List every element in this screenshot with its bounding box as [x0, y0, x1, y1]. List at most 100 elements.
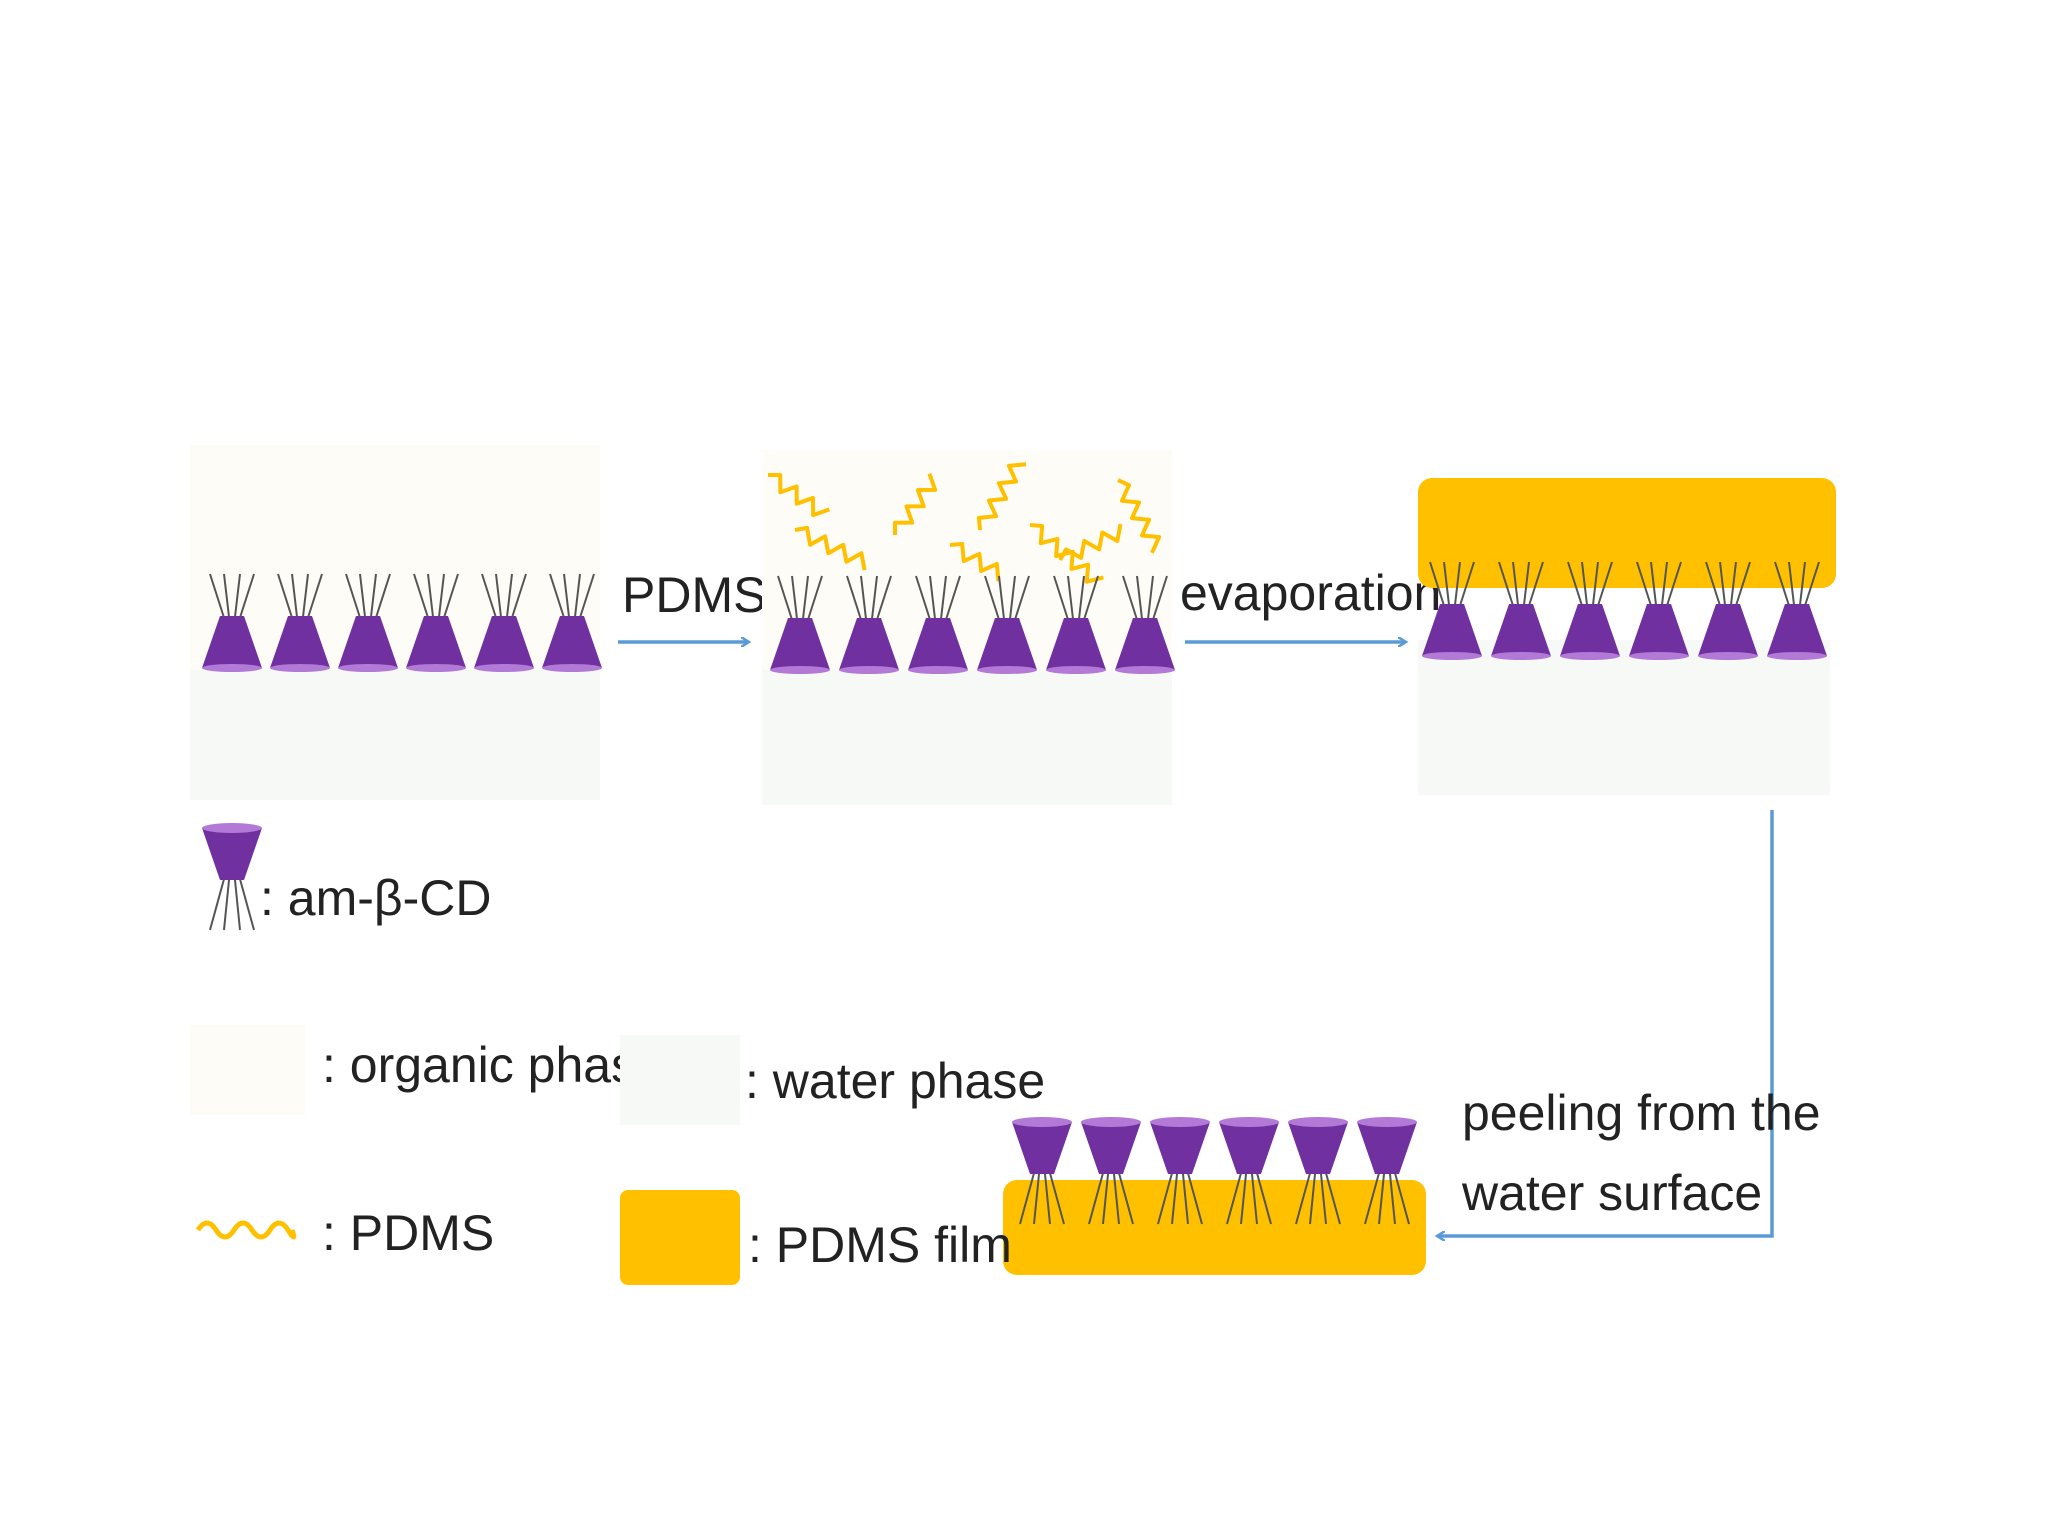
cd-chain — [1522, 561, 1530, 611]
pdms-chain — [794, 525, 867, 571]
panel-after-evaporation — [1418, 478, 1836, 795]
legend: : am-β-CD : organic phase : water phase … — [190, 823, 1045, 1285]
cd-chain — [291, 573, 299, 623]
cd-cone — [770, 618, 830, 670]
cd-cone — [1422, 604, 1482, 656]
evaporation-step-label: evaporation — [1180, 565, 1441, 621]
cd-chain — [237, 873, 255, 931]
legend-pdms-label: : PDMS — [322, 1205, 494, 1261]
cd-cone — [1629, 604, 1689, 656]
cd-cone — [270, 616, 330, 668]
panel-peeled-film — [1003, 1117, 1426, 1275]
cd-chain — [1019, 1167, 1037, 1225]
am-cd-molecule — [908, 575, 968, 674]
peeling-arrow — [1438, 810, 1774, 1236]
am-cd-molecule — [1081, 1117, 1141, 1225]
legend-organic-swatch — [190, 1025, 305, 1115]
cd-chain — [1526, 561, 1544, 611]
cd-chain — [1181, 1167, 1189, 1225]
cd-row-inverted — [1012, 1117, 1417, 1225]
cd-chain — [1660, 561, 1668, 611]
pdms-chain — [1058, 523, 1123, 562]
legend-am-cd-symbol — [202, 823, 262, 931]
cd-rim — [977, 666, 1037, 674]
cd-chain — [984, 575, 1002, 625]
cd-chain — [1512, 561, 1520, 611]
legend-pdms-film-swatch — [620, 1190, 740, 1285]
cd-rim — [1357, 1117, 1417, 1127]
cd-cone — [1219, 1122, 1279, 1174]
legend-water-swatch — [620, 1035, 740, 1125]
cd-cone — [1046, 618, 1106, 670]
cd-chain — [1664, 561, 1682, 611]
cd-chain — [1798, 561, 1806, 611]
cd-cone — [1767, 604, 1827, 656]
cd-chain — [1705, 561, 1723, 611]
cd-chain — [1067, 575, 1075, 625]
cd-chain — [563, 573, 571, 623]
cd-cone — [202, 828, 262, 880]
cd-rim — [1698, 652, 1758, 660]
legend-water-label: : water phase — [745, 1053, 1045, 1109]
cd-cone — [1357, 1122, 1417, 1174]
cd-rim — [1767, 652, 1827, 660]
am-cd-molecule — [1150, 1117, 1210, 1225]
am-cd-molecule — [270, 573, 330, 672]
cd-cone — [202, 616, 262, 668]
cd-chain — [1453, 561, 1461, 611]
cd-chain — [209, 573, 227, 623]
cd-chain — [1150, 575, 1168, 625]
cd-chain — [573, 573, 581, 623]
cd-rim — [1150, 1117, 1210, 1127]
am-cd-molecule — [1629, 561, 1689, 660]
am-cd-molecule — [1767, 561, 1827, 660]
cd-chain — [441, 573, 459, 623]
pdms-chain — [1117, 478, 1162, 554]
cd-rim — [474, 664, 534, 672]
cd-chain — [1008, 575, 1016, 625]
cd-chain — [1240, 1167, 1248, 1225]
cd-chain — [1378, 1167, 1386, 1225]
cd-cone — [977, 618, 1037, 670]
am-cd-molecule — [542, 573, 602, 672]
cd-chain — [427, 573, 435, 623]
legend-am-cd-label: : am-β-CD — [260, 870, 492, 926]
cd-rim — [1081, 1117, 1141, 1127]
am-cd-molecule — [1491, 561, 1551, 660]
cd-chain — [1102, 1167, 1110, 1225]
cd-chain — [1250, 1167, 1258, 1225]
cd-chain — [943, 575, 961, 625]
cd-cone — [1560, 604, 1620, 656]
cd-rim — [542, 664, 602, 672]
cd-row — [770, 575, 1175, 674]
cd-cone — [1081, 1122, 1141, 1174]
cd-cone — [1491, 604, 1551, 656]
cd-chain — [1591, 561, 1599, 611]
cd-rim — [1012, 1117, 1072, 1127]
water-phase-region — [762, 670, 1172, 805]
cd-chain — [505, 573, 513, 623]
legend-pdms-film-label: : PDMS film — [748, 1217, 1012, 1273]
cd-chain — [277, 573, 295, 623]
cd-chain — [1226, 1167, 1244, 1225]
am-cd-molecule — [1046, 575, 1106, 674]
cd-chain — [1733, 561, 1751, 611]
am-cd-molecule — [770, 575, 830, 674]
cd-rim — [1422, 652, 1482, 660]
cd-rim — [770, 666, 830, 674]
cd-chain — [1033, 1167, 1041, 1225]
cd-chain — [1392, 1167, 1410, 1225]
cd-chain — [805, 575, 823, 625]
am-cd-molecule — [338, 573, 398, 672]
am-cd-molecule — [1012, 1117, 1072, 1225]
cd-cone — [1288, 1122, 1348, 1174]
cd-cone — [474, 616, 534, 668]
cd-chain — [1112, 1167, 1120, 1225]
cd-rim — [202, 823, 262, 833]
cd-chain — [915, 575, 933, 625]
cd-cone — [1115, 618, 1175, 670]
cd-chain — [1595, 561, 1613, 611]
cd-row — [1422, 561, 1827, 660]
cd-rim — [406, 664, 466, 672]
pdms-chains — [767, 462, 1162, 584]
